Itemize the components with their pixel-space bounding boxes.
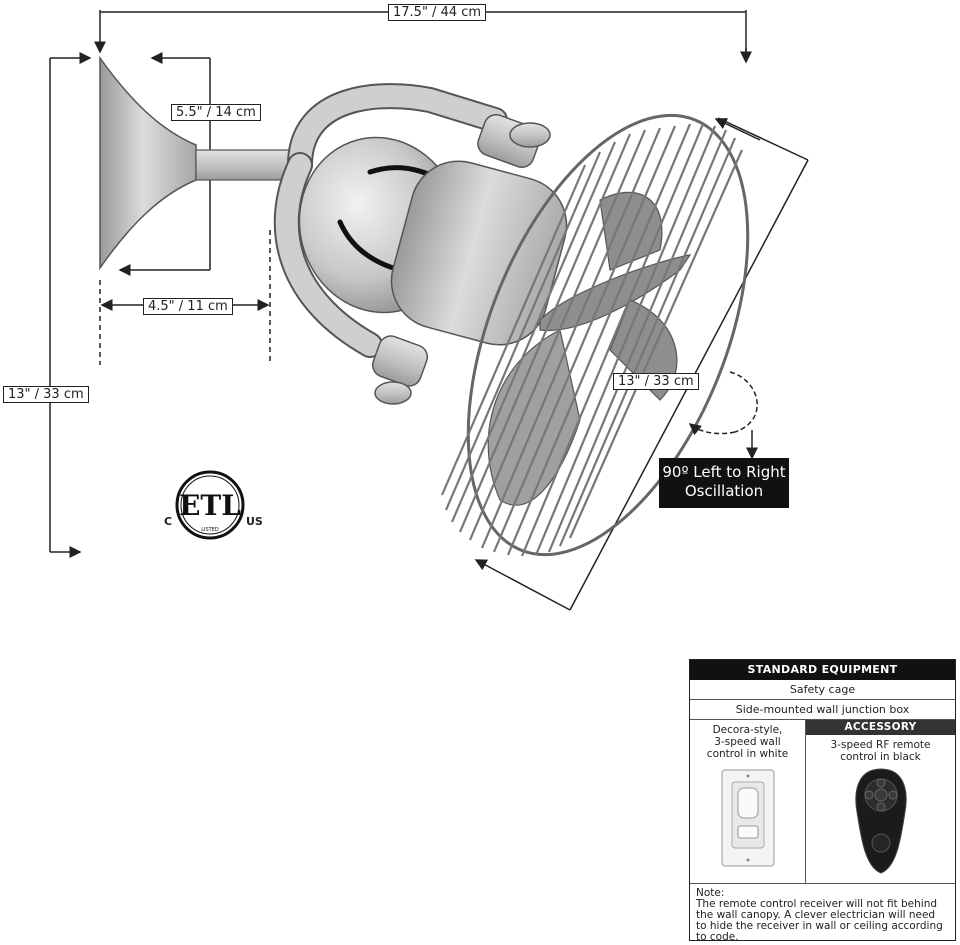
arm-extension-label: 4.5" / 11 cm	[143, 298, 233, 315]
oscillation-line-1: 90º Left to Right	[662, 463, 786, 481]
remote-control-image	[854, 768, 907, 874]
fan-arm	[273, 83, 508, 358]
etl-listed-text: LISTED	[201, 527, 219, 533]
wall-control-image	[721, 769, 774, 867]
etl-logo: ETL LISTED	[175, 470, 245, 540]
overall-width-label: 17.5" / 44 cm	[388, 4, 487, 21]
oscillation-arrow	[688, 371, 758, 460]
standard-item-junction-box: Side-mounted wall junction box	[690, 700, 955, 720]
motor-housing	[298, 136, 568, 346]
note-line-1: Note:	[696, 887, 725, 899]
overall-height-label: 13" / 33 cm	[3, 386, 89, 403]
etl-us-text: US	[246, 515, 263, 528]
pivot-knobs	[371, 113, 551, 405]
etl-c-text: C	[164, 515, 173, 528]
note-line-2: The remote control receiver will not fit…	[696, 898, 938, 910]
accessory-line-2: control in black	[840, 751, 921, 763]
wall-control-line-3: control in white	[706, 748, 789, 760]
wall-control-line-2: 3-speed wall	[714, 736, 781, 748]
wall-control-cell: Decora-style, 3-speed wall control in wh…	[690, 720, 806, 883]
accessory-line-1: 3-speed RF remote	[830, 739, 931, 751]
cage-diameter-label: 13" / 33 cm	[613, 373, 699, 390]
standard-item-safety-cage: Safety cage	[690, 680, 955, 700]
oscillation-line-2: Oscillation	[684, 482, 764, 500]
accessory-header: ACCESSORY	[806, 720, 955, 735]
note-line-3: the wall canopy. A clever electrician wi…	[696, 909, 936, 921]
accessory-cell: ACCESSORY 3-speed RF remote control in b…	[806, 720, 955, 883]
wall-canopy	[99, 55, 297, 271]
note-text: Note: The remote control receiver will n…	[690, 884, 955, 943]
canopy-depth-label: 5.5" / 14 cm	[171, 104, 261, 121]
standard-equipment-header: STANDARD EQUIPMENT	[690, 660, 955, 680]
note-line-5: to code.	[696, 931, 739, 943]
etl-mark-text: ETL	[179, 489, 241, 522]
note-line-4: to hide the receiver in wall or ceiling …	[696, 920, 943, 932]
equipment-table: STANDARD EQUIPMENT Safety cage Side-moun…	[689, 659, 956, 943]
equipment-columns: Decora-style, 3-speed wall control in wh…	[690, 720, 955, 884]
oscillation-label: 90º Left to Right Oscillation	[659, 458, 789, 508]
safety-cage	[440, 113, 750, 557]
wall-control-line-1: Decora-style,	[712, 724, 783, 736]
